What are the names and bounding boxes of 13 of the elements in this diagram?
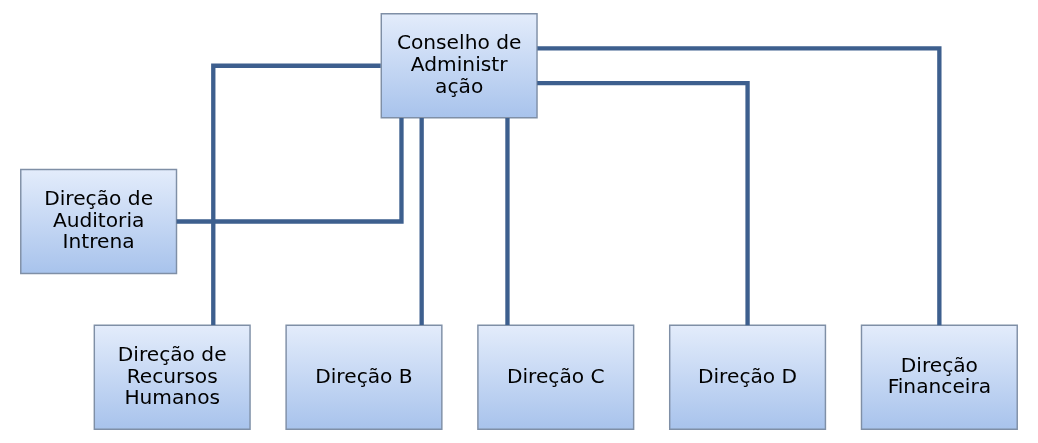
node-box: Direção C: [477, 324, 635, 430]
node-box: Direção de Auditoria Intrena: [20, 168, 178, 275]
connector: [419, 117, 424, 325]
connector: [537, 80, 750, 326]
node-box: Direção Financeira: [860, 324, 1018, 430]
node-box: Conselho de Administr ação: [380, 13, 538, 119]
connector: [505, 117, 510, 325]
connector: [211, 63, 381, 326]
node-box: Direção de Recursos Humanos: [93, 324, 251, 430]
connector: [537, 46, 942, 326]
node-box: Direção B: [285, 324, 443, 430]
node-box: Direção D: [669, 324, 827, 430]
connector: [176, 118, 404, 224]
